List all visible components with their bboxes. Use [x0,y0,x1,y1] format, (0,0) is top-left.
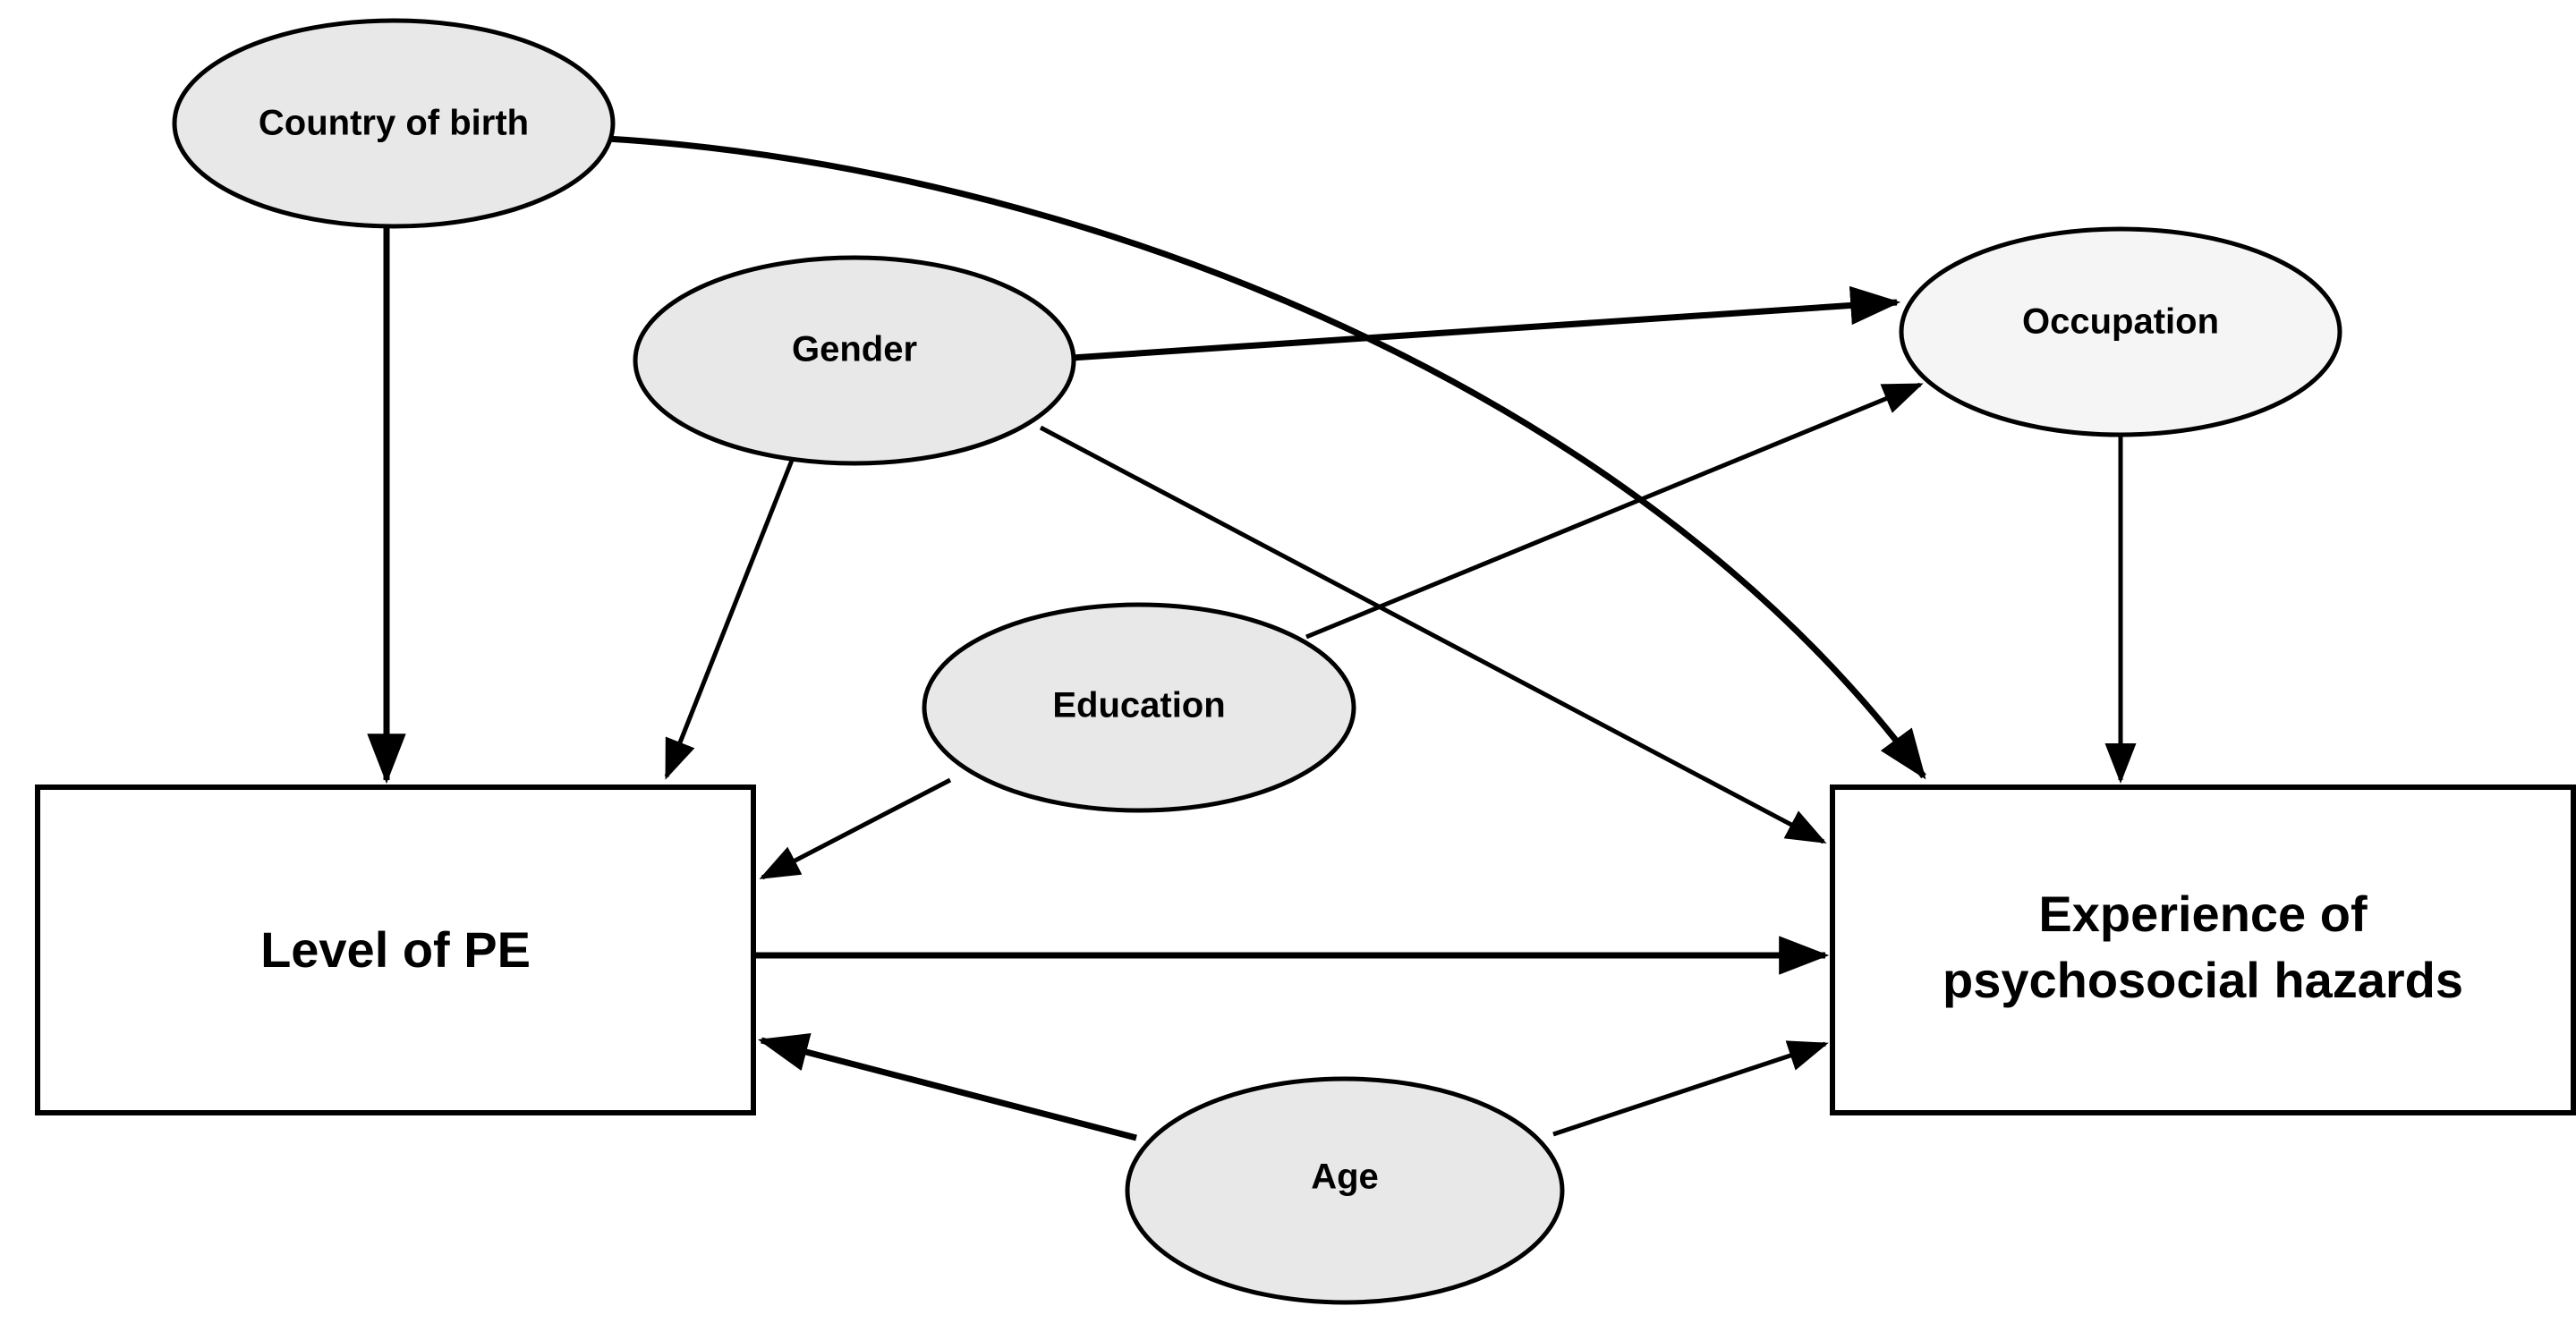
psychosocial-hazards-label-line2: psychosocial hazards [1943,952,2463,1008]
node-gender[interactable]: Gender [633,255,1076,466]
edge-gender-to-level-of-pe [664,457,795,780]
edge-education-to-occupation [1305,382,1924,640]
edge-country-of-birth-to-psychosocial-hazards [606,135,1926,780]
level-of-pe-label: Level of PE [260,921,531,978]
education-ellipse[interactable] [922,602,1356,813]
education-label: Education [1052,686,1225,725]
edge-gender-to-occupation [1071,285,1901,361]
edge-gender-to-psychosocial-hazards [1039,425,1827,844]
country-of-birth-label: Country of birth [259,104,529,143]
node-level-of-pe[interactable]: Level of PE [35,784,756,1115]
country-of-birth-ellipse[interactable] [172,18,616,229]
node-country-of-birth[interactable]: Country of birth [172,18,616,229]
psychosocial-hazards-label-line1: Experience of [2038,886,2368,942]
age-ellipse[interactable] [1125,1076,1565,1305]
occupation-ellipse[interactable] [1899,226,2342,437]
node-education[interactable]: Education [922,602,1356,813]
gender-label: Gender [792,330,917,369]
node-occupation[interactable]: Occupation [1899,226,2342,437]
edge-age-to-psychosocial-hazards [1552,1040,1829,1137]
gender-ellipse[interactable] [633,255,1076,466]
level-of-pe-box[interactable] [35,784,756,1115]
age-label: Age [1311,1158,1379,1197]
node-age[interactable]: Age [1125,1076,1565,1305]
psychosocial-hazards-box[interactable] [1830,784,2576,1115]
occupation-label: Occupation [2022,302,2219,342]
edge-age-to-level-of-pe [757,1033,1137,1141]
edge-education-to-level-of-pe [759,777,952,880]
node-psychosocial-hazards[interactable]: Experience of psychosocial hazards [1830,784,2576,1115]
